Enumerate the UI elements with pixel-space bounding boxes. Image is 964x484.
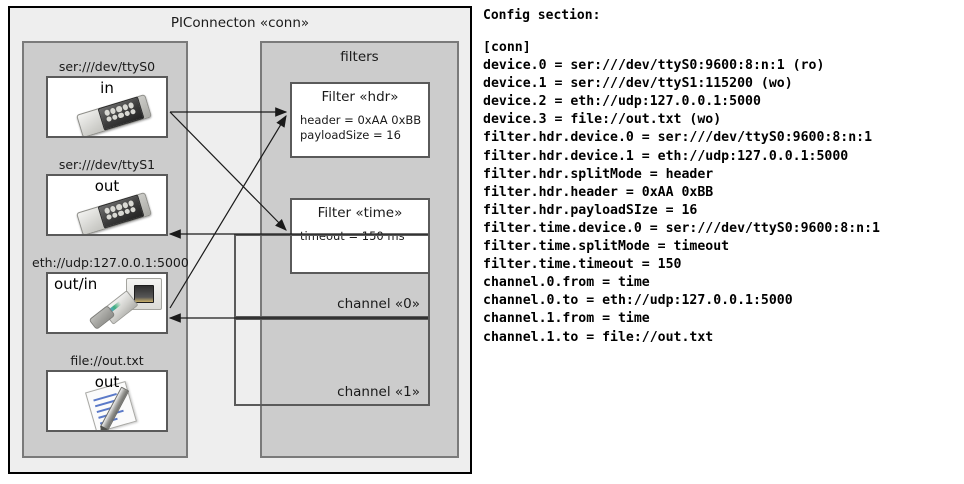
filter-property: timeout = 150 ms: [300, 229, 405, 243]
device-ser-ttys1[interactable]: ser:///dev/ttyS1 out: [46, 157, 168, 236]
devices-panel: ser:///dev/ttyS0 in ser:///dev/ttyS1 out: [22, 41, 189, 458]
channel-label: channel «0»: [337, 296, 420, 312]
device-file-out-txt[interactable]: file://out.txt out: [46, 353, 168, 432]
device-box: out/in: [46, 272, 168, 334]
filter-property: payloadSize = 16: [300, 128, 401, 142]
device-box: in: [46, 76, 168, 138]
diagram-title: PIConnecton «conn»: [170, 15, 310, 31]
connector-diagram: PIConnecton «conn» ser:///dev/ttyS0 in s…: [8, 6, 472, 474]
filter-title: Filter «hdr»: [321, 89, 399, 105]
device-label: file://out.txt: [70, 353, 144, 368]
device-direction: in: [100, 79, 114, 97]
device-eth-udp[interactable]: eth://udp:127.0.0.1:5000 out/in: [32, 255, 189, 334]
device-direction: out: [94, 177, 120, 195]
channel-1-region[interactable]: channel «1»: [234, 318, 430, 406]
device-direction: out: [94, 373, 120, 391]
config-heading: Config section:: [483, 8, 601, 23]
config-text: [conn] device.0 = ser:///dev/ttyS0:9600:…: [483, 40, 880, 345]
serial-port-icon: [74, 191, 152, 234]
device-box: out: [46, 174, 168, 236]
channel-0-region[interactable]: channel «0»: [234, 234, 430, 318]
filters-panel-title: filters: [340, 49, 379, 65]
filter-property: header = 0xAA 0xBB: [300, 113, 422, 127]
device-label: ser:///dev/ttyS1: [58, 157, 156, 172]
device-label: eth://udp:127.0.0.1:5000: [32, 255, 189, 270]
filter-properties: timeout = 150 ms: [292, 221, 428, 244]
filter-hdr-box[interactable]: Filter «hdr» header = 0xAA 0xBB payloadS…: [290, 82, 430, 158]
device-label: ser:///dev/ttyS0: [58, 59, 156, 74]
device-direction: out/in: [54, 275, 98, 293]
filter-time-box[interactable]: Filter «time» timeout = 150 ms: [290, 198, 430, 274]
filter-properties: header = 0xAA 0xBB payloadSize = 16: [292, 105, 428, 143]
text-document-icon: [85, 381, 146, 430]
filters-panel: filters Filter «hdr» header = 0xAA 0xBB …: [260, 41, 459, 458]
config-pane: Config section: [conn] device.0 = ser://…: [483, 8, 959, 347]
channel-label: channel «1»: [337, 384, 420, 400]
network-plug-icon: [88, 278, 166, 332]
serial-port-icon: [74, 93, 152, 136]
device-box: out: [46, 370, 168, 432]
device-ser-ttys0[interactable]: ser:///dev/ttyS0 in: [46, 59, 168, 138]
filter-title: Filter «time»: [317, 205, 403, 221]
